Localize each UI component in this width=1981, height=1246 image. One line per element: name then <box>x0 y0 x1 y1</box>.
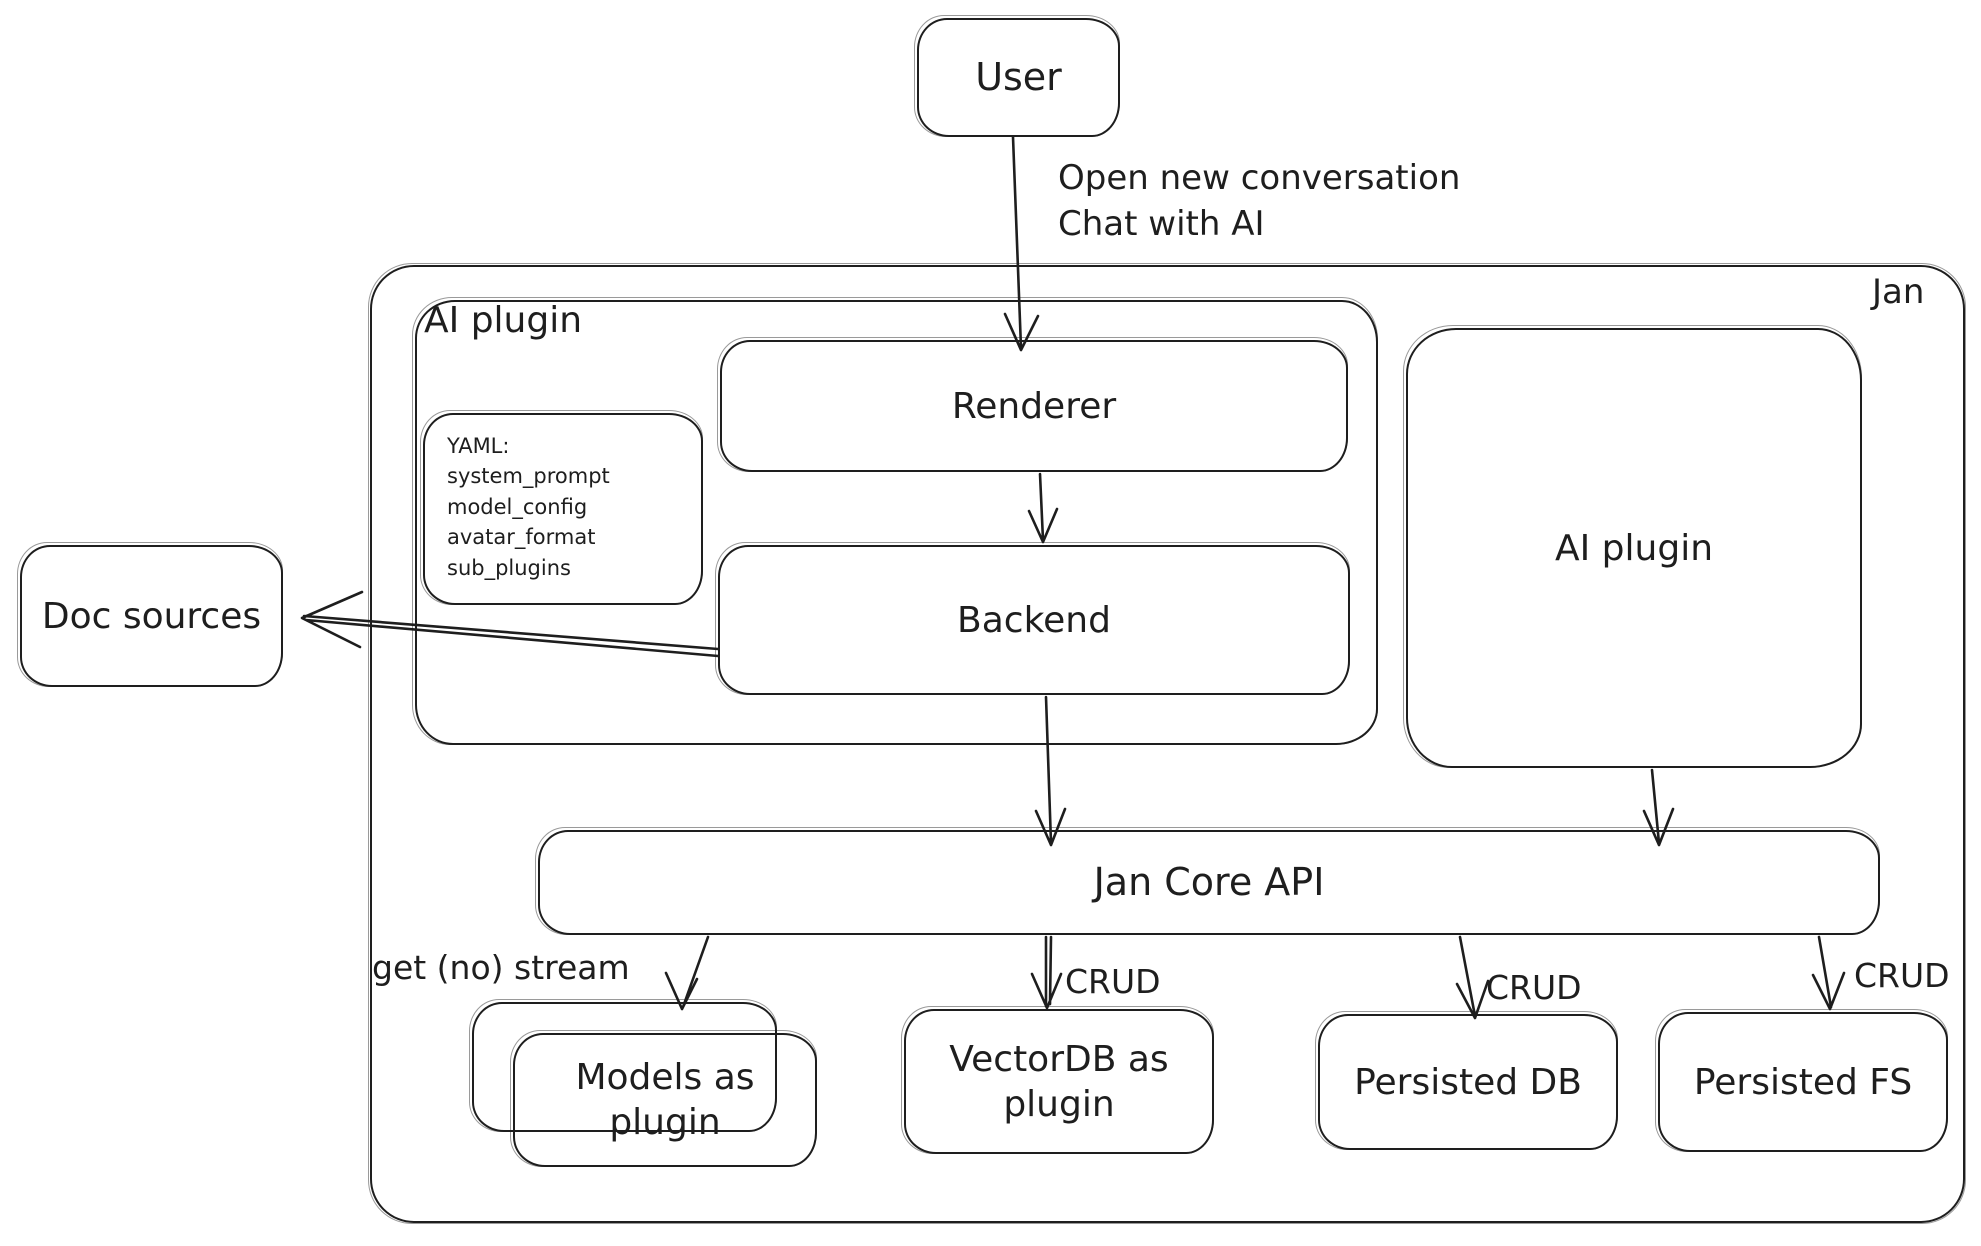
node-backend-label: Backend <box>957 599 1111 641</box>
edge-label-crud-vectordb: CRUD <box>1065 962 1161 1001</box>
node-persisted-fs-label: Persisted FS <box>1693 1061 1913 1103</box>
node-jan-core-api: Jan Core API <box>535 827 1880 935</box>
edge-label-crud-persisted-fs: CRUD <box>1854 956 1950 995</box>
node-models-as-plugin-label: Models as plugin <box>575 1057 755 1143</box>
node-renderer: Renderer <box>717 337 1348 472</box>
node-renderer-label: Renderer <box>951 385 1117 427</box>
yaml-line: sub_plugins <box>447 555 571 580</box>
edge-label-get-no-stream: get (no) stream <box>372 948 630 987</box>
node-backend: Backend <box>715 542 1350 695</box>
edge-label-crud-persisted-db: CRUD <box>1486 968 1582 1007</box>
node-doc-sources-label: Doc sources <box>41 595 262 637</box>
node-persisted-fs: Persisted FS <box>1655 1009 1948 1152</box>
node-doc-sources: Doc sources <box>17 542 283 687</box>
node-persisted-db-label: Persisted DB <box>1354 1061 1582 1103</box>
yaml-line: system_prompt <box>447 464 610 489</box>
yaml-line: YAML: <box>447 434 510 458</box>
edge-label-user-flow-line2: Chat with AI <box>1058 203 1265 244</box>
node-user: User <box>914 15 1120 137</box>
node-persisted-db: Persisted DB <box>1315 1011 1618 1150</box>
node-vectordb-as-plugin-label: VectorDB as plugin <box>949 1038 1169 1125</box>
node-yaml-note: YAML: system_prompt model_config avatar_… <box>420 410 703 605</box>
node-models-as-plugin: Models as plugin <box>510 1030 817 1167</box>
yaml-line: model_config <box>447 494 588 519</box>
node-ai-plugin-right: AI plugin <box>1403 325 1862 768</box>
label-ai-plugin-left: AI plugin <box>424 300 583 341</box>
yaml-line: avatar_format <box>447 525 596 550</box>
edge-label-user-flow-line1: Open new conversation <box>1058 158 1461 198</box>
node-jan-core-api-label: Jan Core API <box>1093 859 1325 904</box>
edge-label-user-flow: Open new conversation Chat with AI <box>1058 156 1460 248</box>
node-vectordb-as-plugin: VectorDB as plugin <box>901 1006 1214 1154</box>
node-user-label: User <box>975 54 1062 99</box>
node-ai-plugin-right-label: AI plugin <box>1554 527 1714 569</box>
label-jan: Jan <box>1872 272 1925 312</box>
